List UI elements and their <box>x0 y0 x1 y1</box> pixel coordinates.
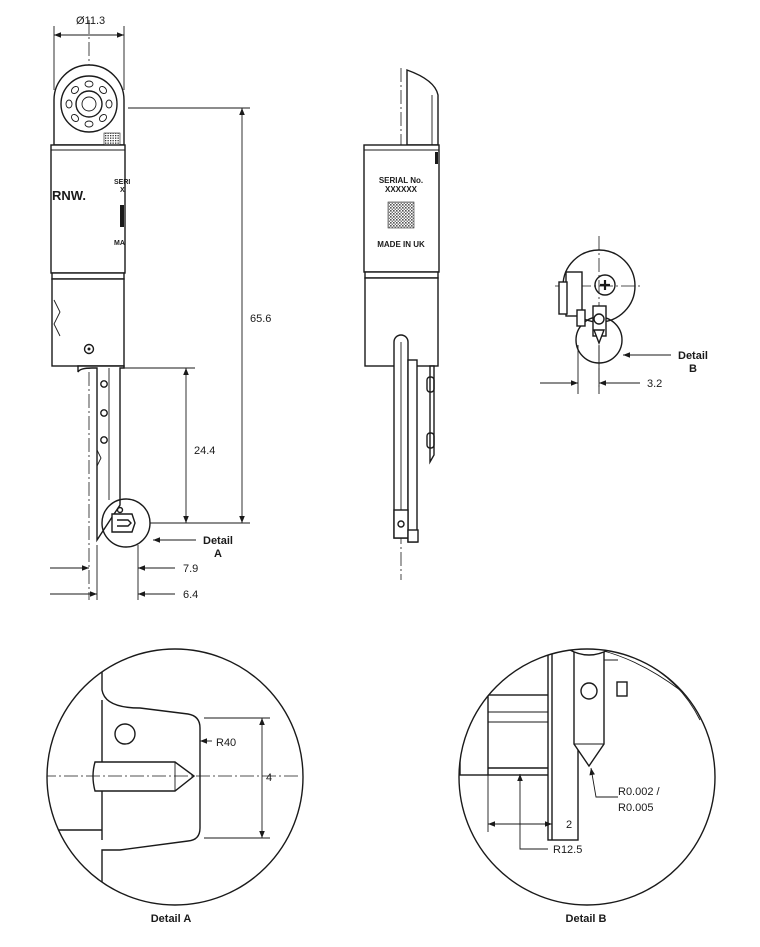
datamatrix-code-icon <box>387 201 415 229</box>
dim-offset-c: 3.2 <box>647 378 662 390</box>
stem-hole-3 <box>100 436 108 444</box>
side-stem-guide <box>407 359 418 543</box>
dim-offset-a: 7.9 <box>183 563 198 575</box>
detail-b-body <box>459 694 553 776</box>
stem-hole-1 <box>100 380 108 388</box>
origin-marking: MADE IN UK <box>377 240 425 249</box>
detail-a-view: 4 R40 <box>46 648 304 906</box>
detail-a-callout-letter: A <box>214 548 222 560</box>
dim-offset-b: 6.4 <box>183 589 198 601</box>
front-serial-fragment: SERI <box>114 179 130 186</box>
side-slot-1 <box>426 376 435 393</box>
eyelet-code-icon <box>103 132 121 146</box>
dim-detail-a-height: 4 <box>266 772 272 784</box>
dim-detail-b-tip-radius-1: R0.002 / <box>618 786 661 798</box>
eyelet-outer-ring <box>60 75 118 133</box>
front-lower-marking <box>53 299 61 337</box>
eyelet-hole <box>75 90 103 118</box>
front-serial-fragment-2: X <box>120 187 125 194</box>
front-screw-icon <box>83 343 95 355</box>
detail-b-view: R0.002 / R0.005 2 R12.5 <box>458 648 716 906</box>
serial-value: XXXXXX <box>385 185 418 194</box>
top-view: Detail B 3.2 <box>540 236 708 394</box>
detail-b-callout-letter: B <box>689 363 697 375</box>
front-view: RNW. SERI X MA Ø11.3 65.6 24.4 <box>50 15 271 601</box>
front-made-fragment: MA <box>114 240 125 247</box>
detail-a-hole <box>114 723 136 745</box>
detail-a-caption: Detail A <box>151 913 192 925</box>
front-stem <box>77 365 125 543</box>
dim-detail-b-radius: R12.5 <box>553 844 582 856</box>
stem-hole-2 <box>100 409 108 417</box>
detail-a-stylus-tip <box>92 761 196 792</box>
detail-b-frame <box>458 648 716 906</box>
side-slot-2 <box>426 432 435 449</box>
detail-a-frame <box>46 648 304 906</box>
front-body <box>50 144 126 274</box>
detail-a-callout-word: Detail <box>203 535 233 547</box>
detail-b-callout-word: Detail <box>678 350 708 362</box>
detail-b-stylus <box>573 649 605 768</box>
eyelet-slots <box>65 80 113 128</box>
detail-b-caption: Detail B <box>566 913 607 925</box>
dim-detail-a-radius: R40 <box>216 737 236 749</box>
dim-diameter: Ø11.3 <box>76 15 105 27</box>
front-marking-slot <box>120 205 124 227</box>
side-eyelet <box>406 69 439 146</box>
dim-detail-b-width: 2 <box>566 819 572 831</box>
top-screw-head <box>594 274 616 296</box>
serial-label: SERIAL No. <box>379 176 423 185</box>
side-view: SERIAL No. XXXXXX MADE IN UK <box>363 68 440 580</box>
front-lower-body <box>51 278 125 367</box>
eyelet-inner <box>81 96 97 112</box>
dim-detail-b-tip-radius-2: R0.005 <box>618 802 653 814</box>
dim-length-tip: 24.4 <box>194 445 215 457</box>
dim-length-total: 65.6 <box>250 313 271 325</box>
front-collar <box>51 272 125 280</box>
side-collar <box>364 271 439 279</box>
detail-b-stylus-hole <box>580 682 598 700</box>
logo-text: RNW. <box>52 188 86 203</box>
